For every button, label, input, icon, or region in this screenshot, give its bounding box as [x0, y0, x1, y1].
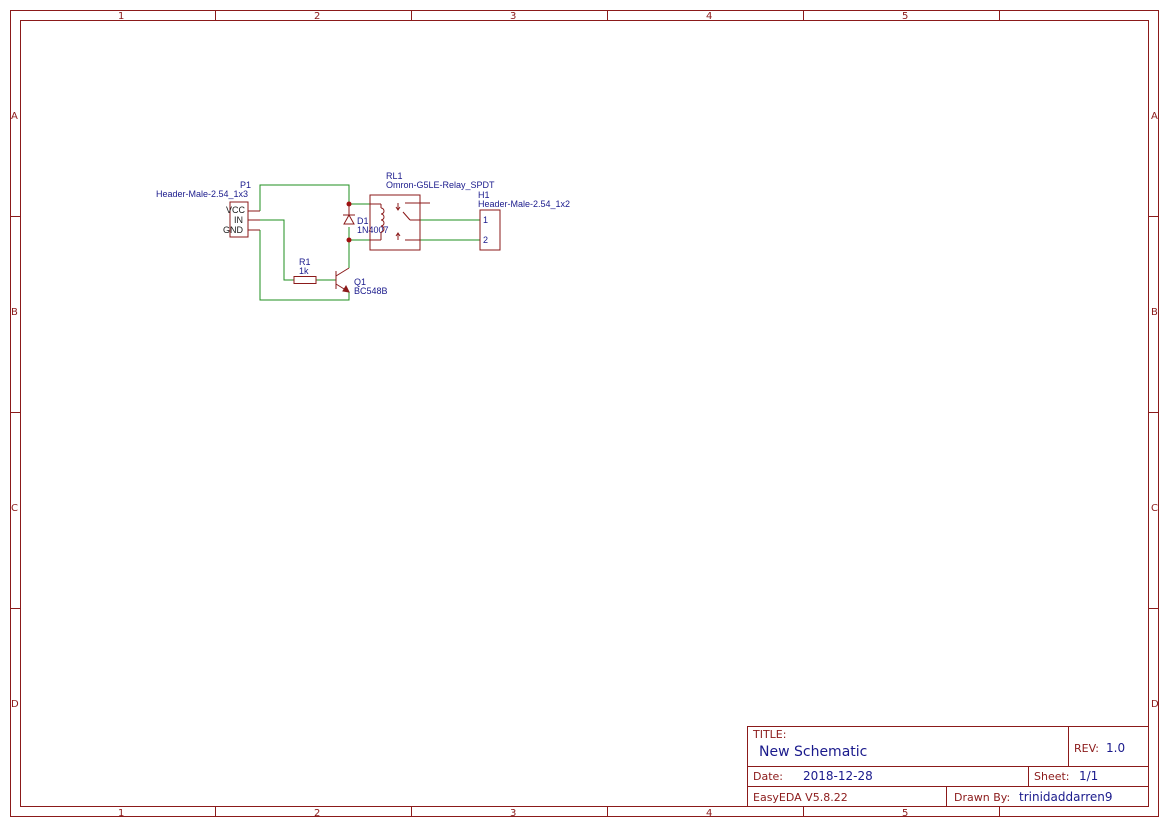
d1-ref: D1	[357, 216, 369, 226]
p1-pin-in: IN	[234, 215, 243, 225]
sheet-label: Sheet:	[1034, 770, 1070, 783]
rl1-ref: RL1	[386, 171, 403, 181]
row-label-d-left: D	[11, 699, 19, 710]
r1-body	[293, 276, 317, 284]
title-value: New Schematic	[759, 744, 867, 760]
date-label: Date:	[753, 770, 783, 783]
rl1-value: Omron-G5LE-Relay_SPDT	[386, 180, 495, 190]
rev-label: REV:	[1074, 742, 1099, 755]
p1-ref: P1	[240, 180, 251, 190]
q1-collector	[335, 267, 350, 277]
q1-emitter-arrow	[342, 284, 350, 293]
row-label-c-left: C	[11, 503, 18, 514]
p1-pin-gnd: GND	[223, 225, 244, 235]
wire-gnd[interactable]	[259, 230, 350, 301]
q1-ref: Q1	[354, 277, 366, 287]
rl1-body	[369, 194, 421, 251]
row-label-b-right: B	[1151, 307, 1158, 318]
wires	[248, 184, 480, 301]
rl1-coil	[380, 207, 385, 233]
rl1-switch-arm	[402, 211, 411, 221]
row-label-a-right: A	[1151, 111, 1158, 122]
h1-pin-2: 2	[483, 235, 488, 245]
col-label-4-top: 4	[706, 11, 712, 22]
h1-value: Header-Male-2.54_1x2	[478, 199, 570, 209]
h1-ref: H1	[478, 190, 490, 200]
col-label-5-bottom: 5	[902, 808, 908, 819]
col-label-2-bottom: 2	[314, 808, 320, 819]
h1-pin-1: 1	[483, 215, 488, 225]
component-h1[interactable]: H1 Header-Male-2.54_1x2 1 2	[478, 190, 570, 251]
col-label-3-top: 3	[510, 11, 516, 22]
rev-value: 1.0	[1106, 741, 1125, 755]
component-r1[interactable]: R1 1k	[293, 257, 317, 284]
component-d1[interactable]: D1 1N4007	[343, 204, 389, 235]
inner-border	[20, 20, 1149, 807]
row-label-c-right: C	[1151, 503, 1158, 514]
drawn-by-label: Drawn By:	[954, 791, 1010, 804]
title-label: TITLE:	[752, 728, 786, 741]
p1-pin-vcc: VCC	[226, 205, 246, 215]
row-label-d-right: D	[1151, 699, 1159, 710]
col-label-1-top: 1	[118, 11, 124, 22]
col-label-4-bottom: 4	[706, 808, 712, 819]
sheet-value: 1/1	[1079, 769, 1098, 783]
component-rl1[interactable]: RL1 Omron-G5LE-Relay_SPDT	[369, 171, 495, 251]
title-block: TITLE: New Schematic REV: 1.0 Date: 2018…	[747, 726, 1149, 807]
outer-border	[10, 10, 1159, 817]
component-q1[interactable]: Q1 BC548B	[335, 267, 388, 296]
p1-value: Header-Male-2.54_1x3	[156, 189, 248, 199]
r1-value: 1k	[299, 266, 309, 276]
software-version: EasyEDA V5.8.22	[753, 791, 848, 804]
q1-value: BC548B	[354, 286, 388, 296]
drawn-by-value: trinidaddarren9	[1019, 790, 1113, 804]
sheet-frame: 1 2 3 4 5 1 2 3 4 5 A B C D A B C D	[10, 10, 1159, 819]
col-label-5-top: 5	[902, 11, 908, 22]
row-label-a-left: A	[11, 111, 18, 122]
component-p1[interactable]: P1 Header-Male-2.54_1x3 VCC IN GND	[156, 180, 251, 238]
col-label-1-bottom: 1	[118, 808, 124, 819]
d1-value: 1N4007	[357, 225, 389, 235]
col-label-3-bottom: 3	[510, 808, 516, 819]
junction-collector	[346, 237, 352, 243]
h1-body	[479, 209, 501, 251]
wire-in[interactable]	[260, 219, 294, 281]
date-value: 2018-12-28	[803, 769, 873, 783]
p1-body	[229, 201, 249, 238]
col-label-2-top: 2	[314, 11, 320, 22]
d1-triangle	[343, 213, 355, 225]
row-label-b-left: B	[11, 307, 18, 318]
wire-vcc[interactable]	[259, 184, 350, 211]
r1-ref: R1	[299, 257, 311, 267]
